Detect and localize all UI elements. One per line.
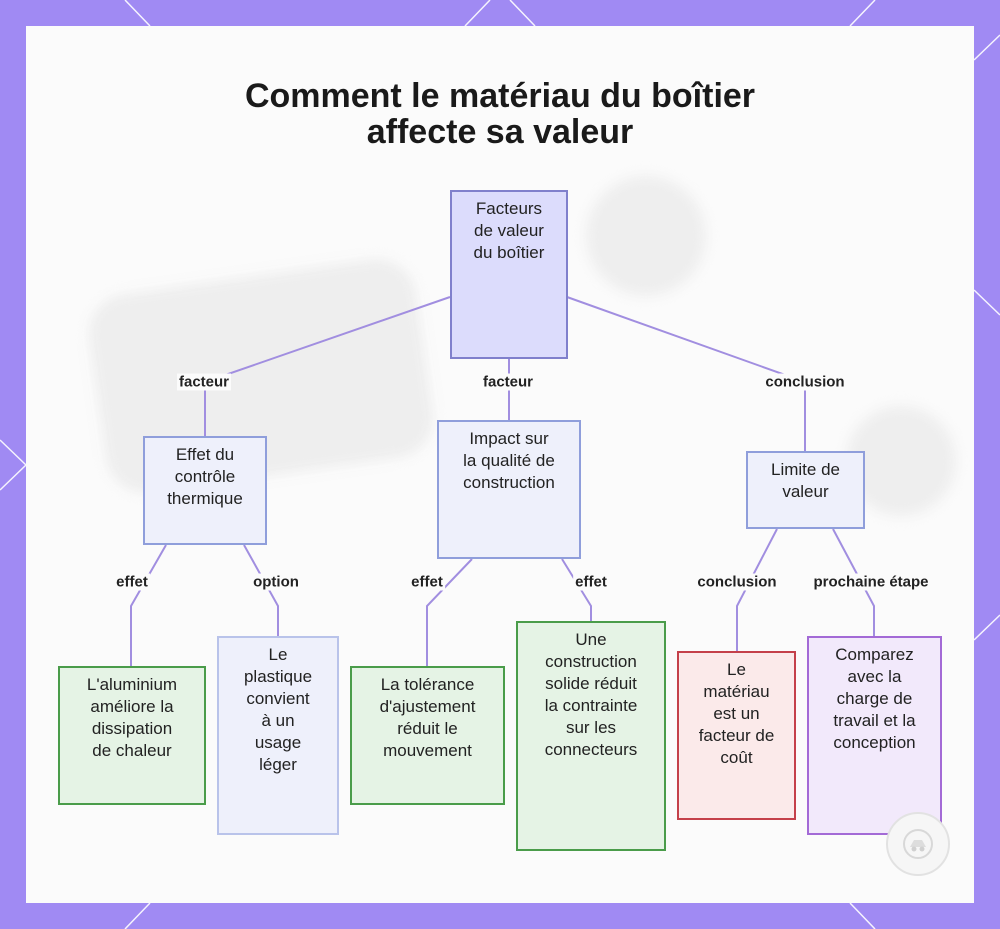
node-plastic: Le plastique convient à un usage léger bbox=[217, 636, 339, 835]
edge-thermal-aluminium bbox=[130, 544, 167, 666]
edge-thermal-plastic bbox=[243, 544, 279, 636]
edge-build-solid bbox=[561, 558, 592, 621]
edge-label-next-step: prochaine étape bbox=[811, 573, 931, 591]
edge-label-effect: effet bbox=[114, 573, 150, 591]
node-tolerance: La tolérance d'ajustement réduit le mouv… bbox=[350, 666, 505, 805]
node-compare: Comparez avec la charge de travail et la… bbox=[807, 636, 942, 835]
diagram-title: Comment le matériau du boîtier affecte s… bbox=[26, 78, 974, 150]
edge-label-effect: effet bbox=[573, 573, 609, 591]
node-root-label: Facteurs de valeur du boîtier bbox=[473, 199, 545, 262]
edge-label-conclusion: conclusion bbox=[695, 573, 779, 591]
edge-limit-compare bbox=[832, 528, 875, 636]
node-thermal-label: Effet du contrôle thermique bbox=[167, 445, 243, 508]
edge-label-option: option bbox=[251, 573, 301, 591]
node-cost-factor: Le matériau est un facteur de coût bbox=[677, 651, 796, 820]
node-solid-build: Une construction solide réduit la contra… bbox=[516, 621, 666, 851]
edge-limit-cost bbox=[736, 528, 778, 651]
node-cost-label: Le matériau est un facteur de coût bbox=[698, 660, 775, 767]
edge-label-effect: effet bbox=[409, 573, 445, 591]
edge-build-tolerance bbox=[426, 558, 473, 666]
diagram-card: Comment le matériau du boîtier affecte s… bbox=[26, 26, 974, 903]
node-plastic-label: Le plastique convient à un usage léger bbox=[243, 645, 313, 774]
watermark-logo-icon bbox=[886, 812, 950, 876]
node-build-label: Impact sur la qualité de construction bbox=[463, 429, 555, 492]
node-solid-label: Une construction solide réduit la contra… bbox=[544, 630, 638, 759]
edge-label-factor: facteur bbox=[176, 373, 232, 391]
title-line-2: affecte sa valeur bbox=[366, 113, 634, 151]
edge-label-factor: facteur bbox=[480, 373, 536, 391]
node-build-quality: Impact sur la qualité de construction bbox=[437, 420, 581, 559]
edge-root-thermal bbox=[204, 296, 451, 436]
title-line-1: Comment le matériau du boîtier bbox=[244, 77, 756, 115]
background-image-blur bbox=[586, 176, 706, 296]
edge-label-conclusion: conclusion bbox=[763, 373, 847, 391]
node-thermal-effect: Effet du contrôle thermique bbox=[143, 436, 267, 545]
node-compare-label: Comparez avec la charge de travail et la… bbox=[833, 645, 916, 752]
node-root-case-value-factors: Facteurs de valeur du boîtier bbox=[450, 190, 568, 359]
node-tolerance-label: La tolérance d'ajustement réduit le mouv… bbox=[379, 675, 476, 760]
node-limit-label: Limite de valeur bbox=[771, 460, 840, 501]
node-value-limit: Limite de valeur bbox=[746, 451, 865, 529]
node-aluminium-label: L'aluminium améliore la dissipation de c… bbox=[86, 675, 178, 760]
node-aluminium: L'aluminium améliore la dissipation de c… bbox=[58, 666, 206, 805]
